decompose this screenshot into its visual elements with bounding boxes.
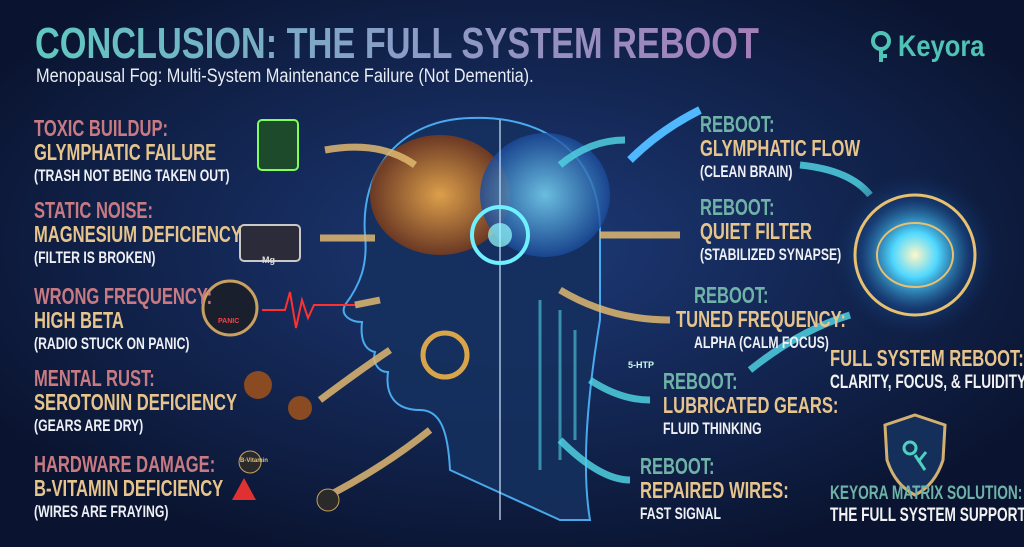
keyora-matrix-solution: KEYORA MATRIX SOLUTION:THE FULL SYSTEM S… xyxy=(830,483,1024,526)
key-o-icon xyxy=(871,31,891,62)
full-system-reboot: FULL SYSTEM REBOOT:CLARITY, FOCUS, & FLU… xyxy=(830,345,1024,393)
panic-label: PANIC xyxy=(218,318,240,325)
reboot-lubricated-gears: REBOOT:LUBRICATED GEARS:FLUID THINKING xyxy=(663,368,839,438)
problem-glymphatic: TOXIC BUILDUP:GLYMPHATIC FAILURE(TRASH N… xyxy=(34,115,230,185)
reboot-quiet-filter: REBOOT:QUIET FILTER(STABILIZED SYNAPSE) xyxy=(700,194,842,264)
reboot-glymphatic: REBOOT:GLYMPHATIC FLOW(CLEAN BRAIN) xyxy=(700,111,861,181)
problem-b-vitamin: HARDWARE DAMAGE:B-VITAMIN DEFICIENCY(WIR… xyxy=(34,451,224,521)
5-htp-label: 5-HTP xyxy=(628,360,655,370)
page-title: CONCLUSION: THE FULL SYSTEM REBOOT xyxy=(35,19,759,68)
problem-icons xyxy=(201,119,355,512)
problem-high-beta: WRONG FREQUENCY:HIGH BETA(RADIO STUCK ON… xyxy=(34,283,213,353)
reboot-arrows xyxy=(557,136,873,484)
shield-icon xyxy=(883,413,947,497)
page-subtitle: Menopausal Fog: Multi-System Maintenance… xyxy=(36,66,534,87)
head-silhouette xyxy=(342,116,610,521)
problem-serotonin: MENTAL RUST:SEROTONIN DEFICIENCY(GEARS A… xyxy=(34,365,238,435)
glowing-brain-orb xyxy=(825,165,1005,345)
problem-magnesium: STATIC NOISE:MAGNESIUM DEFICIENCY(FILTER… xyxy=(34,197,242,267)
glymphatic-flow-icon xyxy=(627,106,702,163)
reboot-repaired-wires: REBOOT:REPAIRED WIRES:FAST SIGNAL xyxy=(640,453,789,523)
mg-label: Mg xyxy=(262,255,275,265)
b-vitamin-label: B-Vitamin xyxy=(240,458,268,464)
keyora-logo: Keyora xyxy=(870,30,1000,64)
reboot-tuned-frequency: REBOOT:TUNED FREQUENCY:ALPHA (CALM FOCUS… xyxy=(676,282,846,352)
